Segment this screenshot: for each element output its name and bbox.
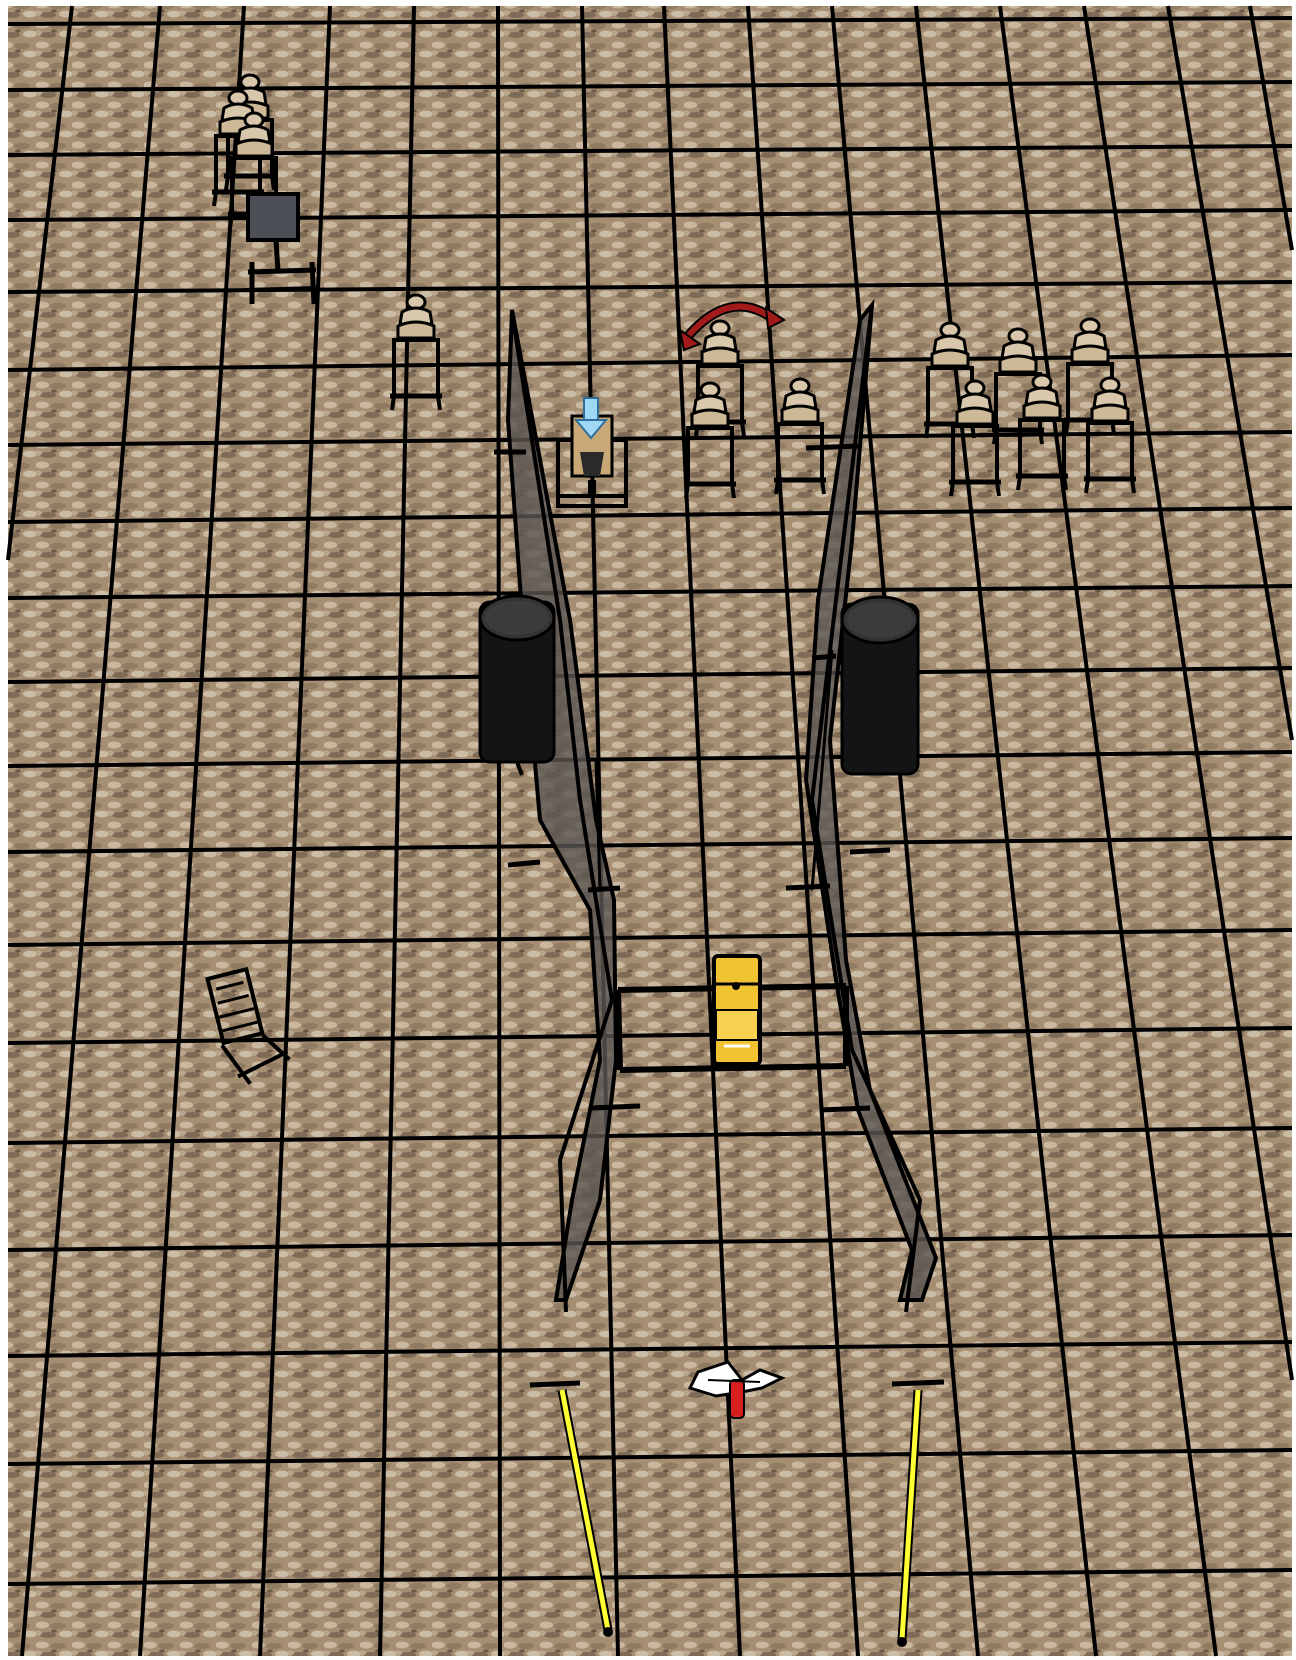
yellow-vehicle[interactable] xyxy=(714,956,760,1064)
barrel-left xyxy=(480,596,554,775)
gravel-ground xyxy=(8,6,1292,1656)
barrel-right xyxy=(842,597,918,774)
